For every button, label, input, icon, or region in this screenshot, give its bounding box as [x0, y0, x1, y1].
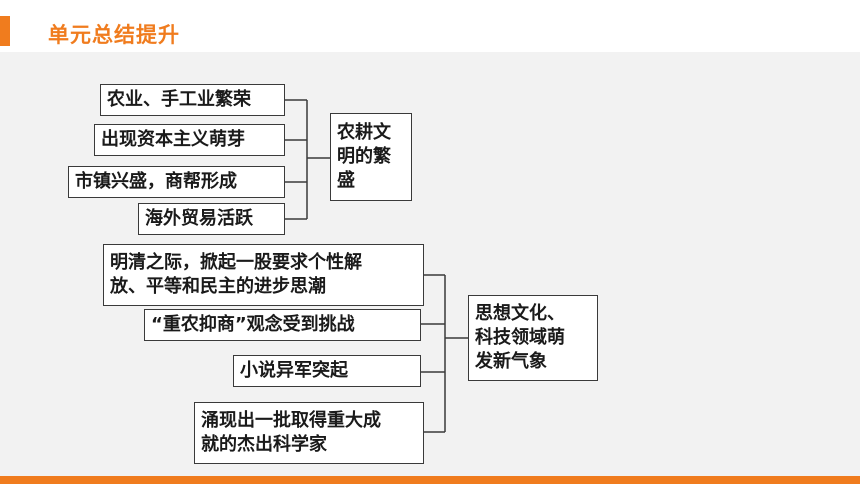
summary-box: 农耕文 明的繁 盛 — [330, 113, 412, 201]
item-box: 市镇兴盛，商帮形成 — [68, 166, 285, 198]
item-label: 海外贸易活跃 — [145, 208, 253, 229]
item-label: 小说异军突起 — [240, 360, 348, 381]
summary-box: 思想文化、 科技领域萌 发新气象 — [468, 295, 598, 381]
item-box: 海外贸易活跃 — [138, 203, 285, 235]
item-box: 涌现出一批取得重大成 就的杰出科学家 — [194, 402, 424, 464]
bottom-accent-bar — [0, 476, 860, 484]
item-label: 市镇兴盛，商帮形成 — [75, 171, 237, 192]
item-box: 出现资本主义萌芽 — [94, 124, 285, 156]
item-label: 出现资本主义萌芽 — [101, 129, 245, 150]
accent-bar — [0, 16, 10, 46]
item-label: “重农抑商”观念受到挑战 — [151, 314, 355, 335]
item-label: 涌现出一批取得重大成 就的杰出科学家 — [201, 410, 381, 455]
header: 单元总结提升 — [0, 0, 860, 52]
item-label: 农业、手工业繁荣 — [107, 89, 251, 110]
item-box: 农业、手工业繁荣 — [100, 84, 285, 116]
page-title: 单元总结提升 — [48, 23, 180, 47]
item-box: 明清之际，掀起一股要求个性解 放、平等和民主的进步思潮 — [103, 244, 424, 306]
summary-label: 思想文化、 科技领域萌 发新气象 — [475, 303, 565, 372]
item-box: “重农抑商”观念受到挑战 — [144, 309, 421, 341]
item-label: 明清之际，掀起一股要求个性解 放、平等和民主的进步思潮 — [110, 252, 362, 297]
summary-label: 农耕文 明的繁 盛 — [337, 122, 391, 191]
item-box: 小说异军突起 — [233, 355, 421, 387]
